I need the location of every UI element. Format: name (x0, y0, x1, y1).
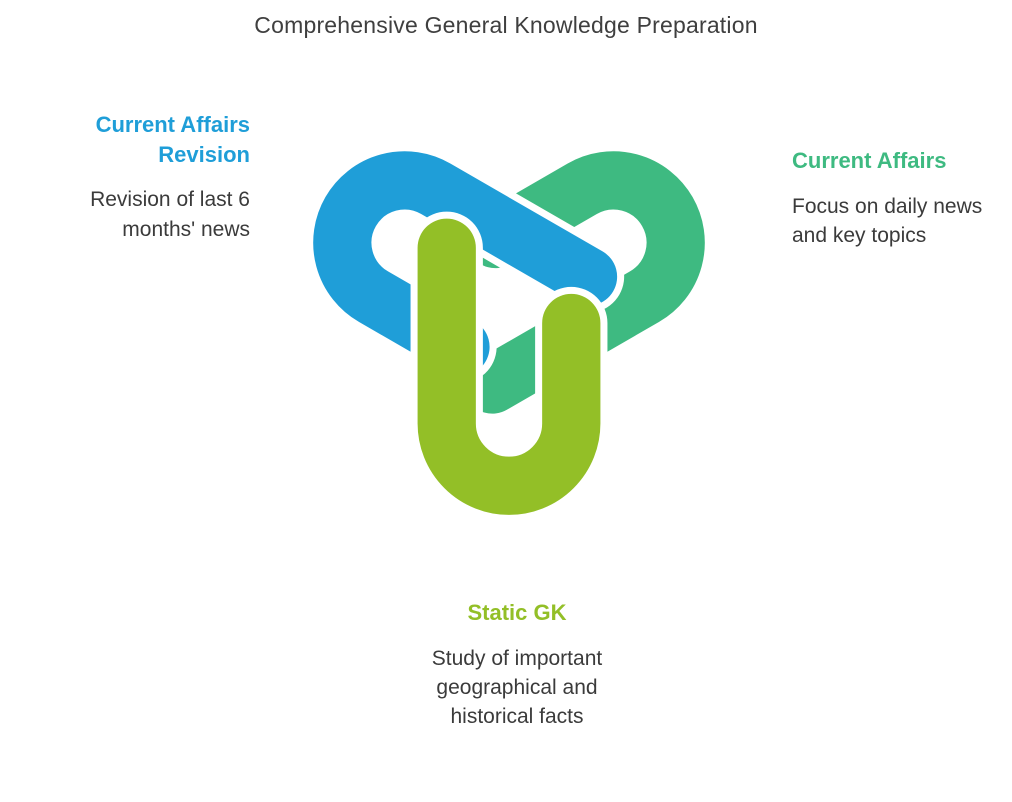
olive-knot-piece (410, 211, 608, 520)
olive-piece-band (417, 218, 601, 515)
blue-knot-piece (306, 144, 625, 384)
node-label-current-affairs: Current Affairs (792, 148, 947, 173)
node-description-static-gk: Study of important geographical and hist… (431, 646, 603, 729)
blue-piece-band (313, 151, 618, 377)
node-label-static-gk: Static GK (467, 600, 567, 625)
node-description-current-affairs-revision: Revision of last 6 months' news (90, 188, 250, 241)
node-current-affairs-revision: Current Affairs Revision Revision of las… (18, 110, 250, 244)
green-knot-piece (456, 144, 712, 421)
node-label-current-affairs-revision: Current Affairs Revision (95, 112, 250, 167)
knot-diagram (306, 144, 712, 520)
node-static-gk: Static GK Study of important geographica… (427, 598, 607, 732)
node-current-affairs: Current Affairs Focus on daily news and … (792, 146, 987, 250)
green-piece-band (463, 151, 705, 414)
page-title: Comprehensive General Knowledge Preparat… (254, 12, 758, 38)
node-description-current-affairs: Focus on daily news and key topics (792, 194, 983, 248)
